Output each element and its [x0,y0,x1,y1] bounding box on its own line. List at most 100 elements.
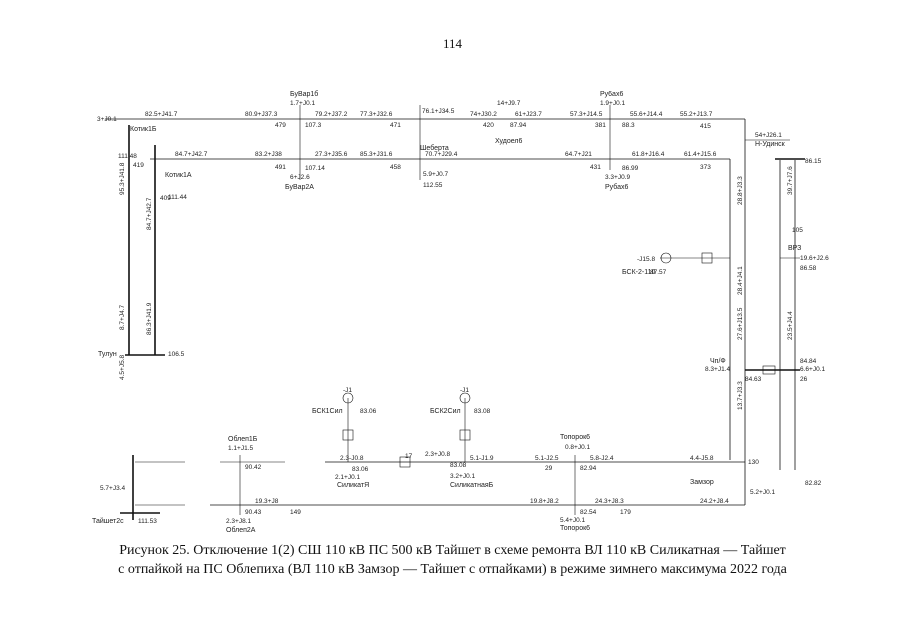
flow-label: 28.8+J3.3 [737,176,744,205]
voltage-label: 90.43 [245,509,262,516]
label-nudinsk: Н-Удинск [755,141,786,148]
caption-line-2: с отпайкой на ПС Облепиха (ВЛ 110 кВ Зам… [118,562,787,577]
flow-label: 70.7+J29.4 [425,151,458,158]
label-toporok: Топорок6 [560,434,590,441]
label-tulun: Тулун [98,351,117,358]
flow-label: 5.9+J0.7 [423,171,449,178]
label-toporok2: Топорок6 [560,525,590,532]
label-oblep2a: Облеп2А [226,526,256,534]
current-label: 491 [275,164,286,171]
label-kotik1b: Котик1Б [130,126,157,133]
label-buvar1b: БуВар1б [290,90,318,98]
current-label: 105 [792,227,803,234]
label-silikat2: СиликатнаяБ [450,482,494,489]
flow-label: 5.7+J3.4 [100,485,126,492]
flow-label: 27.6+J13.5 [737,307,744,340]
voltage-label: 87.94 [510,122,527,129]
caption-line-1: Рисунок 25. Отключение 1(2) СШ 110 кВ ПС… [119,543,786,558]
label-zamzor: Замзор [690,479,714,486]
flow-label: 4.4-J5.8 [690,455,714,462]
flow-label: 8.7+J4.7 [119,304,126,330]
flow-label: -J1 [460,387,469,394]
flow-label: 0.8+J0.1 [565,444,591,451]
flow-label: 57.3+J14.5 [570,111,603,118]
current-label: 17 [405,453,413,460]
flow-label: 8.3+J1.4 [705,366,731,373]
flow-label: 83.2+J38 [255,151,282,158]
label-khudoel: Худоел6 [495,138,523,145]
voltage-label: 83.08 [450,462,467,469]
flow-label: 19.3+J8 [255,498,279,505]
current-label: 373 [700,164,711,171]
current-label: 130 [748,459,759,466]
flow-label: 5.4+J0.1 [560,517,586,524]
current-label: 471 [390,122,401,129]
flow-label: 61+J23.7 [515,111,542,118]
voltage-label: 90.42 [245,464,262,471]
current-label: 431 [590,164,601,171]
flow-label: 23.5+J4.4 [787,311,794,340]
flow-label: 19.6+J2.6 [800,255,829,262]
flow-label: 5.2+J0.1 [750,489,776,496]
flow-label: 61.8+J16.4 [632,151,665,158]
voltage-label: 107.14 [305,165,325,172]
flow-label: 76.1+J34.5 [422,108,455,115]
flow-label: -J15.8 [637,256,655,263]
current-label: 458 [390,164,401,171]
label-bsk2sil: БСК2Сил [430,408,461,415]
label-silikat1: СиликатЯ [337,482,369,489]
voltage-label: 83.06 [352,466,369,473]
flow-label: 82.5+J41.7 [145,111,178,118]
flow-label: 13.7+J3.3 [737,381,744,410]
flow-label: 55.6+J14.4 [630,111,663,118]
flow-label: 19.8+J8.2 [530,498,559,505]
label-sheberta: Шеберта [420,144,449,152]
flow-label: 61.4+J15.6 [684,151,717,158]
label-oblep1b: Облеп1Б [228,435,258,443]
flow-label: 28.4+J4.1 [737,266,744,295]
current-label: 26 [800,376,808,383]
label-vpad: Чп/Ф [710,358,726,365]
current-label: 420 [483,122,494,129]
current-label: 149 [290,509,301,516]
flow-label: 24.3+J8.3 [595,498,624,505]
flow-label: 86.3+J41.9 [146,302,153,335]
flow-label: 55.2+J13.7 [680,111,713,118]
voltage-label: 84.84 [800,358,817,365]
flow-label: 1.9+J0.1 [600,100,626,107]
voltage-label: 88.3 [622,122,635,129]
flow-label: 74+J30.2 [470,111,497,118]
label-rubakh: Ру6ах6 [600,91,623,98]
flow-label: 5.8-J2.4 [590,455,614,462]
flow-label: 27.3+J35.6 [315,151,348,158]
current-label: 409 [160,195,171,202]
flow-label: 5.1-J2.5 [535,455,559,462]
flow-label: 4.5+J5.8 [119,354,126,380]
voltage-label: 84.63 [745,376,762,383]
flow-label: 79.2+J37.2 [315,111,348,118]
flow-label: 1.1+J1.5 [228,445,254,452]
flow-label: 77.3+J32.6 [360,111,393,118]
flow-label: 84.7+J42.7 [175,151,208,158]
voltage-label: 82.94 [580,465,597,472]
page-number: 114 [442,36,463,51]
flow-label: 24.2+J8.4 [700,498,729,505]
flow-label: 6.6+J0.1 [800,366,826,373]
voltage-label: 111.53 [138,518,157,525]
voltage-label: 83.06 [360,408,377,415]
flow-label: 2.3-J0.8 [340,455,364,462]
figure-caption: Рисунок 25. Отключение 1(2) СШ 110 кВ ПС… [30,541,875,579]
current-label: 29 [545,465,553,472]
flow-label: 84.7+J42.7 [146,197,153,230]
flow-label: 3.2+J0.1 [450,473,476,480]
flow-label: 3.3+J0.9 [605,174,631,181]
current-label: 419 [133,162,144,169]
flow-label: 85.3+J31.6 [360,151,393,158]
current-label: 415 [700,123,711,130]
voltage-label: 86.58 [800,265,817,272]
flow-label: 2.1+J0.1 [335,474,361,481]
voltage-label: 106.5 [168,351,185,358]
voltage-label: 86.99 [622,165,639,172]
flow-label: 2.3+J8.1 [226,518,252,525]
flow-label: 5.1-J1.9 [470,455,494,462]
